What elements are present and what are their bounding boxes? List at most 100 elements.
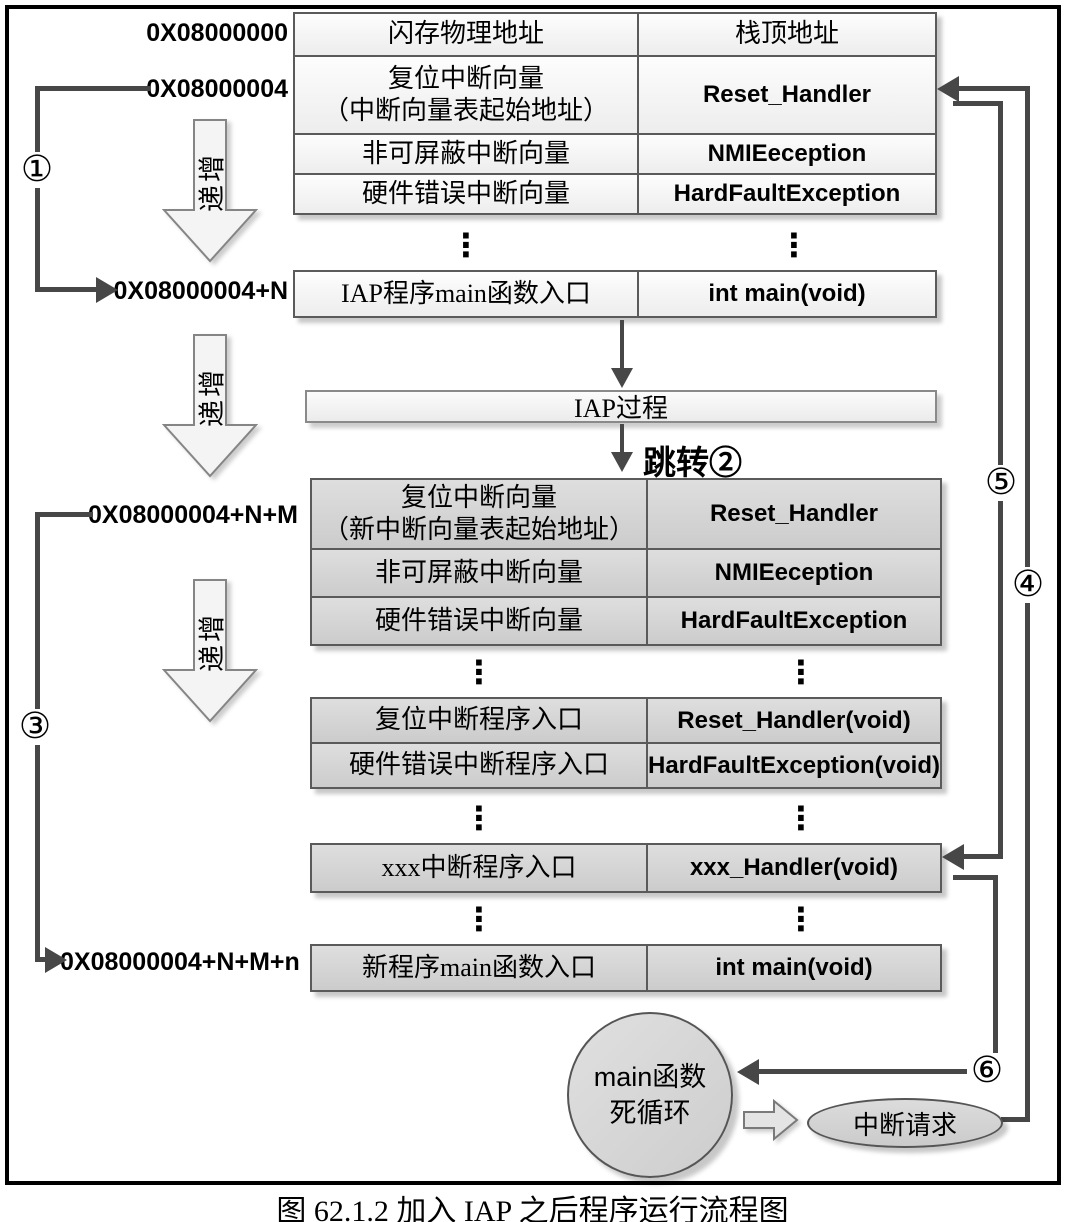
- bracket3-arrowhead-icon: [45, 947, 67, 973]
- increment-arrow-icon: 递增: [162, 118, 258, 263]
- bracket3-top-line: [35, 512, 93, 517]
- route6-bottom-line: [757, 1069, 998, 1074]
- table-cell: int main(void): [637, 270, 937, 318]
- bracket1-vertical-line: [35, 86, 40, 292]
- table-cell: 硬件错误中断向量: [293, 173, 639, 215]
- down-arrowhead-icon: [611, 452, 633, 472]
- ellipsis: ⋮: [785, 653, 817, 691]
- route5-top-line: [953, 101, 1003, 106]
- table-cell: 新程序main函数入口: [310, 944, 648, 992]
- flow-line: [620, 424, 624, 454]
- table-cell: xxx中断程序入口: [310, 843, 648, 893]
- ellipsis: ⋮: [785, 799, 817, 837]
- table-cell: 非可屏蔽中断向量: [293, 133, 639, 175]
- table-row: IAP程序main函数入口 int main(void): [293, 270, 937, 318]
- cell-line: （新中断向量表起始地址）: [322, 515, 635, 544]
- ellipsis: ⋮: [463, 653, 495, 691]
- route6-top-line: [953, 875, 998, 880]
- table-cell: NMIEeception: [646, 548, 942, 598]
- ellipsis: ⋮: [463, 799, 495, 837]
- new-vector-table: 复位中断向量 （新中断向量表起始地址） Reset_Handler 非可屏蔽中断…: [310, 478, 942, 646]
- table-row: xxx中断程序入口 xxx_Handler(void): [310, 843, 942, 893]
- bracket1-arrowhead-icon: [96, 277, 118, 303]
- flow-line: [620, 320, 624, 370]
- table-row: 硬件错误中断程序入口 HardFaultException(void): [310, 742, 942, 789]
- marker-6-badge: ⑥: [967, 1053, 1007, 1089]
- table-cell: NMIEeception: [637, 133, 937, 175]
- table-cell: 复位中断向量 （新中断向量表起始地址）: [310, 478, 648, 550]
- marker-5-badge: ⑤: [981, 465, 1021, 501]
- increment-arrow-icon: 递增: [162, 578, 258, 723]
- table-cell: 栈顶地址: [637, 12, 937, 57]
- table-cell: Reset_Handler: [637, 55, 937, 135]
- table-row: 非可屏蔽中断向量 NMIEeception: [293, 133, 937, 175]
- table-cell: xxx_Handler(void): [646, 843, 942, 893]
- cell-line: 复位中断向量: [387, 63, 544, 93]
- table-cell: 硬件错误中断向量: [310, 596, 648, 646]
- main-loop-circle: main函数 死循环: [567, 1012, 733, 1178]
- cell-line: （中断向量表起始地址）: [322, 96, 609, 125]
- table-row: 复位中断向量 （中断向量表起始地址） Reset_Handler: [293, 55, 937, 135]
- address-iap-main: 0X08000004+N: [113, 277, 288, 305]
- iap-process-bar: IAP过程: [305, 390, 937, 423]
- route5-bottom-line: [962, 854, 1003, 859]
- address-base: 0X08000000: [146, 19, 288, 47]
- xxx-handler-row: xxx中断程序入口 xxx_Handler(void): [310, 843, 942, 893]
- cell-line: 复位中断向量: [400, 482, 557, 512]
- address-vector-start: 0X08000004: [146, 75, 288, 103]
- table-cell: int main(void): [646, 944, 942, 992]
- left-arrowhead-icon: [942, 844, 964, 870]
- figure-caption: 图 62.1.2 加入 IAP 之后程序运行流程图: [276, 1195, 789, 1222]
- table-cell: IAP程序main函数入口: [293, 270, 639, 318]
- iap-main-row: IAP程序main函数入口 int main(void): [293, 270, 937, 318]
- down-arrowhead-icon: [611, 368, 633, 388]
- main-loop-line2: 死循环: [609, 1098, 691, 1128]
- ellipsis: ⋮: [785, 900, 817, 938]
- table-row: 新程序main函数入口 int main(void): [310, 944, 942, 992]
- table-row: 硬件错误中断向量 HardFaultException: [310, 596, 942, 646]
- increment-label: 递增: [197, 152, 228, 212]
- table-cell: Reset_Handler: [646, 478, 942, 550]
- address-new-main: 0X08000004+N+M+n: [60, 948, 300, 976]
- table-cell: HardFaultException: [637, 173, 937, 215]
- table-cell: 复位中断程序入口: [310, 697, 648, 744]
- jump-label: 跳转②: [643, 446, 742, 482]
- marker-4-badge: ④: [1008, 567, 1048, 603]
- table-cell: 非可屏蔽中断向量: [310, 548, 648, 598]
- ellipsis: ⋮: [463, 900, 495, 938]
- address-new-vector-start: 0X08000004+N+M: [88, 501, 298, 529]
- main-loop-line1: main函数: [593, 1061, 707, 1092]
- diagram-border: [5, 5, 1061, 1185]
- route4-top-line: [957, 86, 1030, 91]
- table-row: 硬件错误中断向量 HardFaultException: [293, 173, 937, 215]
- new-main-row: 新程序main函数入口 int main(void): [310, 944, 942, 992]
- route6-vertical-line: [993, 875, 998, 1075]
- table-row: 闪存物理地址 栈顶地址: [293, 12, 937, 57]
- increment-label: 递增: [197, 367, 228, 427]
- table-row: 非可屏蔽中断向量 NMIEeception: [310, 548, 942, 598]
- bracket1-bottom-line: [35, 287, 98, 292]
- table-cell: Reset_Handler(void): [646, 697, 942, 744]
- bracket1-top-line: [35, 86, 150, 91]
- table-cell: 复位中断向量 （中断向量表起始地址）: [293, 55, 639, 135]
- table-cell: 闪存物理地址: [293, 12, 639, 57]
- left-arrowhead-icon: [937, 76, 959, 102]
- interrupt-request-ellipse: 中断请求: [807, 1098, 1003, 1148]
- table-row: 复位中断向量 （新中断向量表起始地址） Reset_Handler: [310, 478, 942, 550]
- marker-1-badge: ①: [17, 152, 57, 188]
- table-cell: 硬件错误中断程序入口: [310, 742, 648, 789]
- table-cell: HardFaultException: [646, 596, 942, 646]
- route4-bottom-line: [1001, 1117, 1029, 1122]
- flash-vector-table: 闪存物理地址 栈顶地址 复位中断向量 （中断向量表起始地址） Reset_Han…: [293, 12, 937, 215]
- left-arrowhead-icon: [737, 1059, 759, 1085]
- ellipsis: ⋮: [450, 226, 482, 264]
- bracket3-bottom-line: [35, 957, 47, 962]
- handler-entry-table: 复位中断程序入口 Reset_Handler(void) 硬件错误中断程序入口 …: [310, 697, 942, 789]
- increment-label: 递增: [197, 612, 228, 672]
- table-cell: HardFaultException(void): [646, 742, 942, 789]
- block-right-arrow-icon: [742, 1098, 800, 1142]
- route4-vertical-line: [1025, 86, 1030, 1122]
- marker-3-badge: ③: [15, 709, 55, 745]
- ellipsis: ⋮: [778, 226, 810, 264]
